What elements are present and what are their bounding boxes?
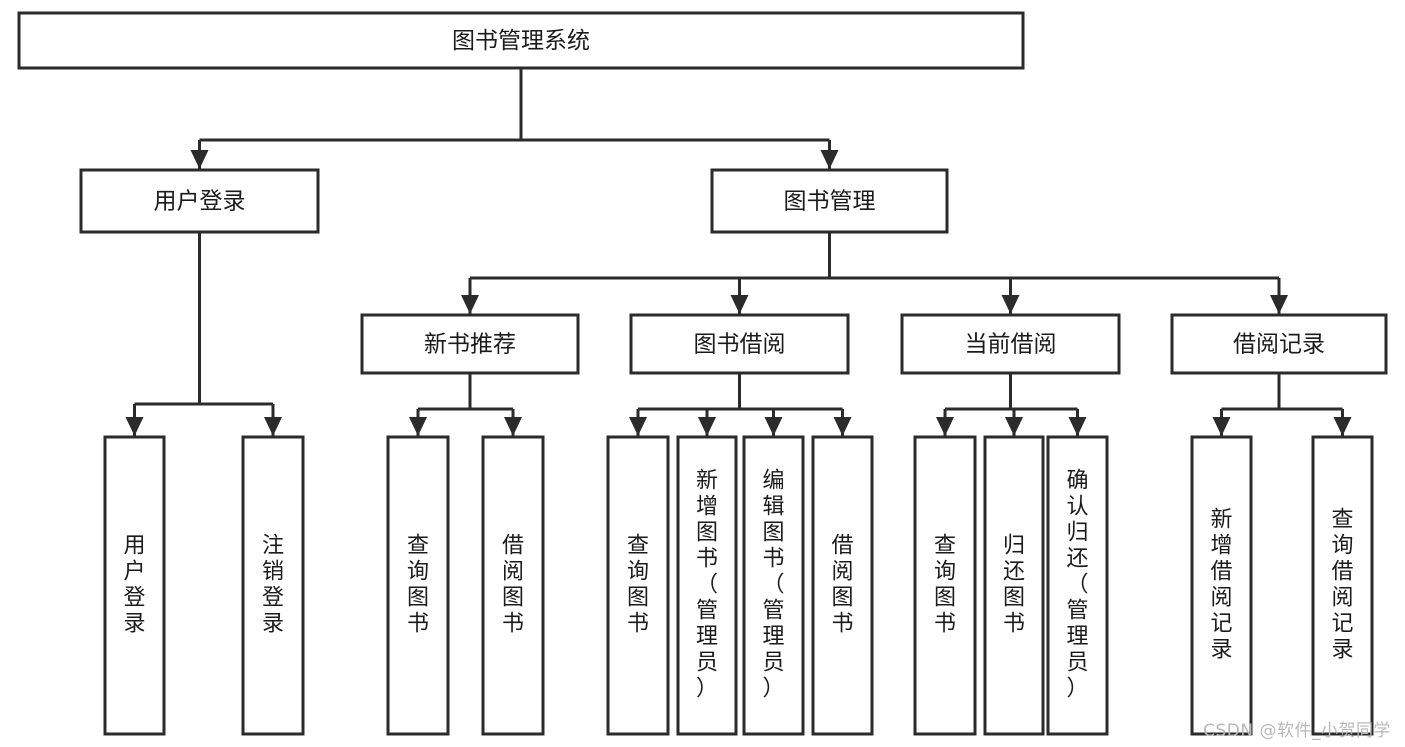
node-box <box>386 435 450 736</box>
arrow-head-icon <box>833 417 852 436</box>
node-box <box>900 313 1121 375</box>
node-leaf-user-login[interactable]: 用户登录 <box>103 435 166 736</box>
node-book-manage[interactable]: 图书管理 <box>710 168 949 234</box>
node-label: 图书管理 <box>784 189 876 215</box>
node-leaf-query-book-2[interactable]: 查询图书 <box>606 435 670 736</box>
node-label: 注销登录 <box>262 534 284 637</box>
node-box <box>103 435 166 736</box>
node-label: 借阅图书 <box>502 534 524 637</box>
nodes-layer: 图书管理系统用户登录图书管理新书推荐图书借阅当前借阅借阅记录用户登录注销登录查询… <box>17 11 1388 736</box>
node-box <box>1311 435 1374 736</box>
node-box <box>913 435 977 736</box>
node-leaf-query-book-3[interactable]: 查询图书 <box>913 435 977 736</box>
node-label: 查询图书 <box>407 534 429 637</box>
arrow-head-icon <box>461 295 479 314</box>
node-leaf-return-book[interactable]: 归还图书 <box>983 435 1045 736</box>
node-box <box>481 435 545 736</box>
arrow-head-icon <box>820 150 839 169</box>
node-label: 用户登录 <box>154 189 246 215</box>
arrow-head-icon <box>1068 417 1087 436</box>
node-leaf-add-book[interactable]: 新增图书（管理员） <box>676 435 738 736</box>
arrow-head-icon <box>629 417 647 436</box>
node-label: 当前借阅 <box>965 332 1057 358</box>
arrow-head-icon <box>1212 417 1231 436</box>
node-box <box>17 11 1025 70</box>
arrow-head-icon <box>409 417 427 436</box>
node-box <box>241 435 305 736</box>
node-label: 用户登录 <box>123 534 145 637</box>
node-box <box>1190 435 1253 736</box>
node-new-book-recommend[interactable]: 新书推荐 <box>360 313 580 375</box>
node-leaf-logout[interactable]: 注销登录 <box>241 435 305 736</box>
node-box <box>676 435 738 736</box>
node-box <box>629 313 850 375</box>
node-root[interactable]: 图书管理系统 <box>17 11 1025 70</box>
node-box <box>742 435 805 736</box>
node-label: 确认归还（管理员） <box>1066 469 1088 702</box>
arrow-head-icon <box>698 417 716 436</box>
node-label: 借阅图书 <box>831 534 853 637</box>
node-current-borrow[interactable]: 当前借阅 <box>900 313 1121 375</box>
node-label: 编辑图书（管理员） <box>762 469 784 702</box>
arrow-head-icon <box>264 417 282 436</box>
arrow-head-icon <box>1005 417 1023 436</box>
node-label: 新书推荐 <box>424 332 516 358</box>
arrow-head-icon <box>190 150 209 169</box>
edges-layer <box>125 68 1352 436</box>
node-label: 归还图书 <box>1003 534 1025 637</box>
node-box <box>1046 435 1109 736</box>
node-leaf-edit-book[interactable]: 编辑图书（管理员） <box>742 435 805 736</box>
node-box <box>79 168 320 234</box>
node-label: 查询图书 <box>934 534 956 637</box>
node-label: 新增图书（管理员） <box>696 469 718 702</box>
arrow-head-icon <box>764 417 783 436</box>
arrow-head-icon <box>1333 417 1352 436</box>
node-label: 新增借阅记录 <box>1210 508 1232 663</box>
node-leaf-borrow-book-2[interactable]: 借阅图书 <box>811 435 874 736</box>
node-label: 查询图书 <box>627 534 649 637</box>
node-box <box>360 313 580 375</box>
node-book-borrow[interactable]: 图书借阅 <box>629 313 850 375</box>
node-label: 查询借阅记录 <box>1331 508 1353 663</box>
arrow-head-icon <box>504 417 522 436</box>
node-box <box>983 435 1045 736</box>
node-leaf-query-record[interactable]: 查询借阅记录 <box>1311 435 1374 736</box>
node-leaf-add-record[interactable]: 新增借阅记录 <box>1190 435 1253 736</box>
arrow-head-icon <box>125 417 144 436</box>
arrow-head-icon <box>1001 295 1020 314</box>
node-label: 图书管理系统 <box>452 28 590 54</box>
node-box <box>606 435 670 736</box>
node-leaf-confirm-return[interactable]: 确认归还（管理员） <box>1046 435 1109 736</box>
arrow-head-icon <box>1270 295 1288 314</box>
arrow-head-icon <box>730 295 749 314</box>
node-leaf-query-book-1[interactable]: 查询图书 <box>386 435 450 736</box>
node-box <box>710 168 949 234</box>
node-label: 图书借阅 <box>694 332 786 358</box>
node-label: 借阅记录 <box>1233 332 1325 358</box>
node-box <box>811 435 874 736</box>
node-borrow-record[interactable]: 借阅记录 <box>1170 313 1388 375</box>
watermark-text: CSDN @软件_小贺同学 <box>1203 721 1391 741</box>
arrow-head-icon <box>936 417 954 436</box>
node-box <box>1170 313 1388 375</box>
node-leaf-borrow-book-1[interactable]: 借阅图书 <box>481 435 545 736</box>
node-user-login[interactable]: 用户登录 <box>79 168 320 234</box>
